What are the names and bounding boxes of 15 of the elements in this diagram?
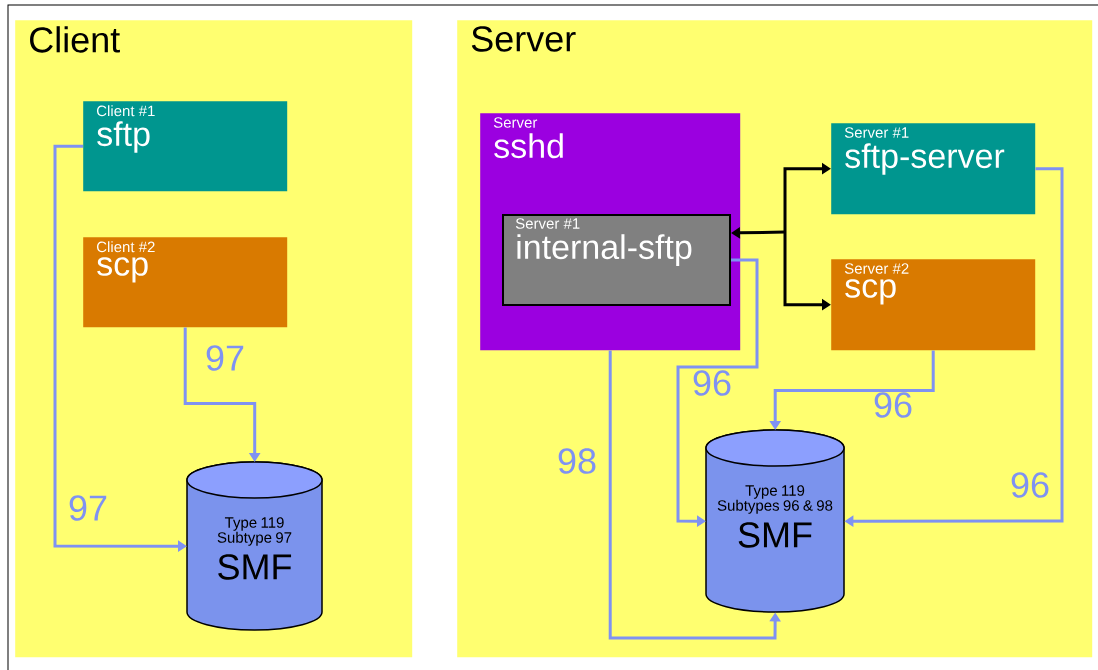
edge-label: 97 xyxy=(206,345,244,371)
arrow xyxy=(676,258,759,527)
edge-label: 97 xyxy=(69,495,107,521)
edge-label: 96 xyxy=(693,370,731,396)
arrow xyxy=(608,350,781,640)
process-box: Client #1 sftp xyxy=(83,101,288,192)
process-box: Server #2 scp xyxy=(831,259,1036,351)
edge-label: 96 xyxy=(1011,472,1049,498)
database-cylinder: Type 119 Subtype 97 SMF xyxy=(186,461,323,631)
process-box: Client #2 scp xyxy=(83,237,288,328)
edge-label: 96 xyxy=(874,392,912,418)
process-box: Server #1 sftp-server xyxy=(831,123,1036,215)
edge-label: 98 xyxy=(558,448,596,474)
process-box: Server #1 internal-sftp xyxy=(502,214,731,306)
database-cylinder: Type 119 Subtypes 96 & 98 SMF xyxy=(705,429,845,613)
